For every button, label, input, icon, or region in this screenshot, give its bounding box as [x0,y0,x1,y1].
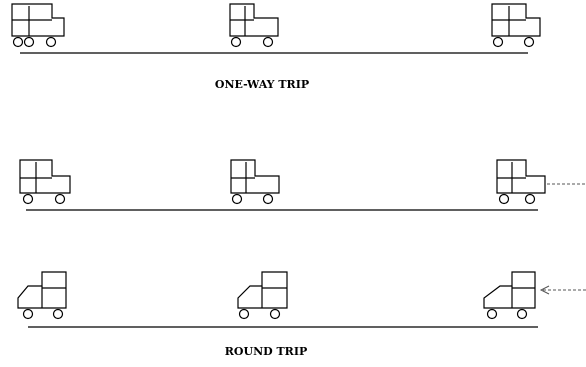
round-trip-outbound-row [20,160,586,210]
truck-icon [492,4,540,47]
one-way-label: ONE-WAY TRIP [215,78,309,91]
truck-icon [484,272,535,319]
truck-icon [238,272,287,319]
truck-icon [497,160,545,204]
truck-icon [20,160,70,204]
truck-icon [18,272,66,319]
dashed-arrow-icon [541,286,586,294]
truck-icon [230,4,278,47]
truck-icon [12,4,64,47]
one-way-row: ONE-WAY TRIP [12,4,540,91]
round-trip-return-row: ROUND TRIP [18,272,586,358]
truck-icon [231,160,279,204]
round-trip-label: ROUND TRIP [225,345,307,358]
